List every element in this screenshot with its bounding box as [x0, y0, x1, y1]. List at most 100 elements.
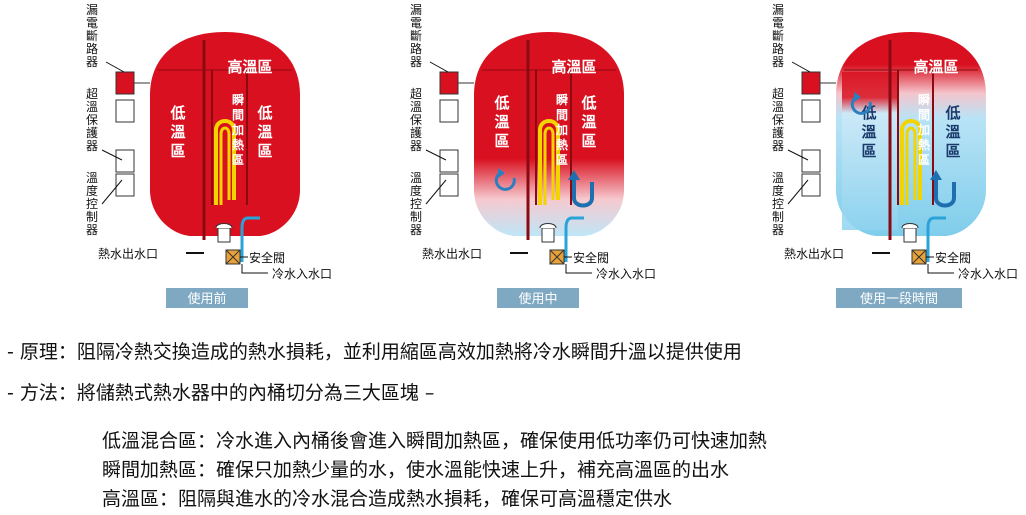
thermostat-box-1 — [115, 149, 135, 173]
instant-zone-label: 瞬間加熱區 — [917, 92, 930, 167]
circulation-arrow — [850, 94, 872, 115]
inflow-arrowhead — [930, 170, 942, 180]
svg-text:溫: 溫 — [772, 100, 784, 114]
svg-text:超: 超 — [410, 86, 422, 101]
svg-text:器: 器 — [410, 55, 422, 69]
stage-label-bg — [497, 288, 579, 308]
leader-breaker — [791, 61, 811, 73]
heating-element — [538, 119, 560, 205]
svg-text:器: 器 — [772, 55, 784, 69]
diagram-canvas: 高溫區低溫區低溫區瞬間加熱區漏電斷路器超溫保護器溫度控制器熱水出水口安全閥冷水入… — [86, 3, 1018, 308]
svg-text:控: 控 — [410, 197, 422, 211]
svg-text:漏: 漏 — [86, 3, 98, 17]
leakage-breaker-box — [439, 71, 459, 95]
svg-text:度: 度 — [86, 183, 98, 198]
stage-label-2: 使用中 — [497, 288, 579, 308]
stage-label-text: 使用前 — [187, 291, 226, 307]
thermostat-box-1 — [439, 149, 459, 173]
svg-text:低: 低 — [580, 94, 596, 112]
label-safety-valve: 安全閥 — [249, 250, 285, 265]
leakage-breaker-box — [115, 71, 135, 95]
instant-zone-label: 瞬間加熱區 — [555, 92, 568, 167]
svg-text:電: 電 — [86, 16, 98, 30]
svg-text:熱: 熱 — [556, 137, 568, 152]
svg-text:區: 區 — [556, 153, 568, 167]
svg-text:溫: 溫 — [86, 100, 98, 114]
low-zone-label-right: 低溫區 — [256, 104, 272, 160]
thermostat-box-2 — [115, 173, 135, 197]
svg-text:區: 區 — [581, 132, 596, 150]
zone-high-desc: 高溫區：阻隔與進水的冷水混合造成熱水損耗，確保可高溫穩定供水 — [102, 488, 673, 510]
svg-text:超: 超 — [86, 86, 98, 101]
tank-diagram-1: 高溫區低溫區低溫區瞬間加熱區漏電斷路器超溫保護器溫度控制器熱水出水口安全閥冷水入… — [86, 3, 332, 281]
zone-instant-desc: 瞬間加熱區：確保只加熱少量的水，使水溫能快速上升，補充高溫區的出水 — [102, 459, 730, 481]
svg-text:漏: 漏 — [772, 3, 784, 17]
svg-text:溫: 溫 — [410, 171, 422, 185]
low-zone-label-right: 低溫區 — [944, 104, 960, 160]
cold-inlet-pipe — [564, 216, 584, 262]
label-safety-valve: 安全閥 — [935, 250, 971, 265]
thermostat-box-1 — [801, 149, 821, 173]
label-hot-outlet: 熱水出水口 — [98, 247, 158, 261]
stage-label-text: 使用一段時間 — [860, 291, 938, 307]
svg-text:瞬: 瞬 — [232, 92, 244, 107]
safety-valve-x2 — [549, 249, 565, 265]
svg-text:低: 低 — [493, 94, 509, 112]
stage-label-text: 使用中 — [518, 291, 557, 307]
circulation-arrow — [494, 170, 516, 191]
principle-line: - 原理：阻隔冷熱交換造成的熱水損耗，並利用縮區高效加熱將冷水瞬間升溫以提供使用 — [7, 341, 742, 363]
label-safety-valve: 安全閥 — [573, 250, 609, 265]
cold-inlet-pipe — [926, 216, 946, 262]
svg-text:溫: 溫 — [945, 123, 960, 141]
safety-valve-x2 — [911, 249, 927, 265]
circulation-arrowhead — [854, 92, 861, 102]
tank-body — [150, 32, 300, 236]
svg-text:溫: 溫 — [410, 100, 422, 114]
svg-text:加: 加 — [917, 122, 930, 137]
inflow-arrowhead — [568, 170, 580, 180]
circulation-arrowhead — [498, 168, 505, 178]
thermostat-box-2 — [801, 173, 821, 197]
svg-text:器: 器 — [86, 139, 98, 153]
svg-text:瞬: 瞬 — [918, 92, 930, 107]
cold-inlet-leader — [241, 264, 268, 274]
svg-text:器: 器 — [410, 139, 422, 153]
svg-text:斷: 斷 — [410, 29, 422, 43]
svg-text:低: 低 — [860, 104, 876, 122]
leader-breaker — [105, 61, 125, 73]
element-cap — [215, 223, 233, 229]
safety-valve-x2 — [225, 249, 241, 265]
svg-text:路: 路 — [772, 41, 784, 56]
svg-text:溫: 溫 — [581, 113, 596, 131]
svg-text:控: 控 — [86, 197, 98, 211]
svg-text:制: 制 — [410, 210, 422, 224]
svg-text:器: 器 — [772, 139, 784, 153]
leader-thermostat — [787, 179, 809, 205]
svg-text:斷: 斷 — [772, 29, 784, 43]
svg-text:器: 器 — [86, 55, 98, 69]
svg-text:超: 超 — [772, 86, 784, 101]
element-cap — [901, 223, 919, 229]
svg-text:保: 保 — [772, 113, 784, 127]
svg-text:制: 制 — [86, 210, 98, 224]
heating-element — [214, 119, 236, 205]
leader-overheat — [425, 149, 447, 161]
high-zone-label: 高溫區 — [551, 58, 596, 76]
leader-overheat — [787, 149, 809, 161]
leader-breaker — [429, 61, 449, 73]
svg-text:保: 保 — [86, 113, 98, 127]
stage-label-bg — [836, 288, 962, 308]
element-flange — [217, 227, 231, 243]
svg-text:溫: 溫 — [86, 171, 98, 185]
svg-text:路: 路 — [410, 41, 422, 56]
heating-element-inner — [219, 126, 231, 205]
tank-diagram-3: 高溫區低溫區低溫區瞬間加熱區漏電斷路器超溫保護器溫度控制器熱水出水口安全閥冷水入… — [772, 3, 1018, 281]
tank-diagram-2: 高溫區低溫區低溫區瞬間加熱區漏電斷路器超溫保護器溫度控制器熱水出水口安全閥冷水入… — [410, 3, 656, 281]
svg-text:區: 區 — [232, 153, 244, 167]
